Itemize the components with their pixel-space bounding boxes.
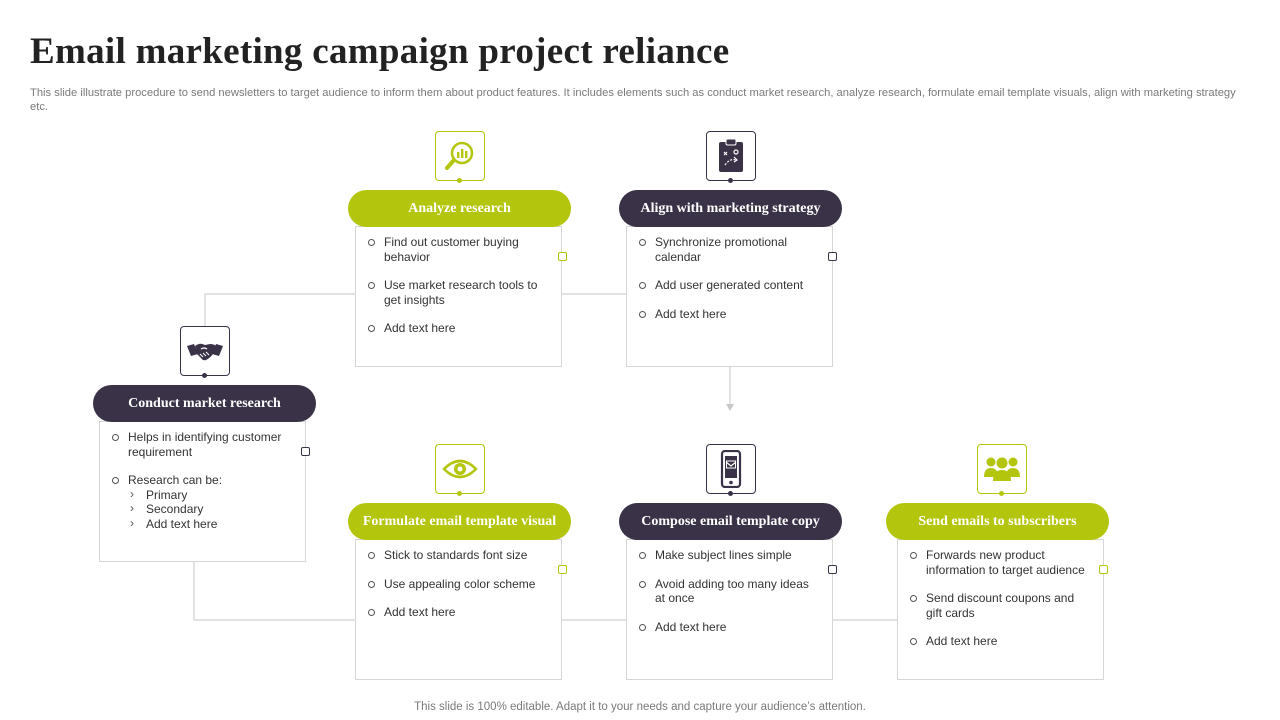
eye-icon bbox=[435, 444, 485, 494]
step-title-send-emails-to-subscribers: Send emails to subscribers bbox=[886, 503, 1109, 540]
list-item: Research can be: Primary Secondary Add t… bbox=[112, 473, 293, 532]
step-card-analyze-research: Find out customer buying behavior Use ma… bbox=[355, 226, 562, 367]
subscribers-group-icon bbox=[977, 444, 1027, 494]
step-card-formulate-email-template-visual: Stick to standards font size Use appeali… bbox=[355, 539, 562, 680]
mobile-email-icon bbox=[706, 444, 756, 494]
card-marker bbox=[301, 447, 310, 456]
list-item: Add text here bbox=[639, 307, 820, 322]
list-item: Avoid adding too many ideas at once bbox=[639, 577, 820, 606]
step-title-conduct-market-research: Conduct market research bbox=[93, 385, 316, 422]
connector-dot bbox=[202, 373, 207, 378]
sub-list-item: Primary bbox=[130, 487, 293, 503]
footer-note: This slide is 100% editable. Adapt it to… bbox=[414, 701, 866, 713]
list-item: Add text here bbox=[368, 321, 549, 336]
sub-list-item: Add text here bbox=[130, 516, 293, 532]
step-card-send-emails-to-subscribers: Forwards new product information to targ… bbox=[897, 539, 1104, 680]
magnify-chart-icon bbox=[435, 131, 485, 181]
connector-dot bbox=[457, 178, 462, 183]
page-subtitle: This slide illustrate procedure to send … bbox=[30, 87, 1236, 113]
card-marker bbox=[828, 252, 837, 261]
connector-dot bbox=[457, 491, 462, 496]
list-item: Use market research tools to get insight… bbox=[368, 278, 549, 307]
list-item: Make subject lines simple bbox=[639, 548, 820, 563]
step-title-align-marketing-strategy: Align with marketing strategy bbox=[619, 190, 842, 227]
sub-list-item: Secondary bbox=[130, 501, 293, 517]
list-item: Add text here bbox=[910, 634, 1091, 649]
step-card-align-marketing-strategy: Synchronize promotional calendar Add use… bbox=[626, 226, 833, 367]
list-item: Add text here bbox=[639, 620, 820, 635]
list-item-label: Research can be: bbox=[128, 473, 223, 487]
list-item: Helps in identifying customer requiremen… bbox=[112, 430, 293, 459]
list-item: Send discount coupons and gift cards bbox=[910, 591, 1091, 620]
step-card-conduct-market-research: Helps in identifying customer requiremen… bbox=[99, 421, 306, 562]
list-item: Add user generated content bbox=[639, 278, 820, 293]
step-title-formulate-email-template-visual: Formulate email template visual bbox=[348, 503, 571, 540]
arrow-head bbox=[726, 404, 734, 411]
connector-dot bbox=[728, 178, 733, 183]
card-marker bbox=[558, 565, 567, 574]
list-item: Forwards new product information to targ… bbox=[910, 548, 1091, 577]
step-title-compose-email-template-copy: Compose email template copy bbox=[619, 503, 842, 540]
list-item: Stick to standards font size bbox=[368, 548, 549, 563]
list-item: Use appealing color scheme bbox=[368, 577, 549, 592]
step-title-analyze-research: Analyze research bbox=[348, 190, 571, 227]
list-item: Find out customer buying behavior bbox=[368, 235, 549, 264]
step-card-compose-email-template-copy: Make subject lines simple Avoid adding t… bbox=[626, 539, 833, 680]
connector-research-to-formulate bbox=[193, 561, 355, 621]
card-marker bbox=[558, 252, 567, 261]
handshake-icon bbox=[180, 326, 230, 376]
list-item: Add text here bbox=[368, 605, 549, 620]
connector-dot bbox=[728, 491, 733, 496]
card-marker bbox=[1099, 565, 1108, 574]
strategy-clipboard-icon bbox=[706, 131, 756, 181]
list-item: Synchronize promotional calendar bbox=[639, 235, 820, 264]
page-title: Email marketing campaign project relianc… bbox=[30, 31, 730, 72]
connector-dot bbox=[999, 491, 1004, 496]
card-marker bbox=[828, 565, 837, 574]
